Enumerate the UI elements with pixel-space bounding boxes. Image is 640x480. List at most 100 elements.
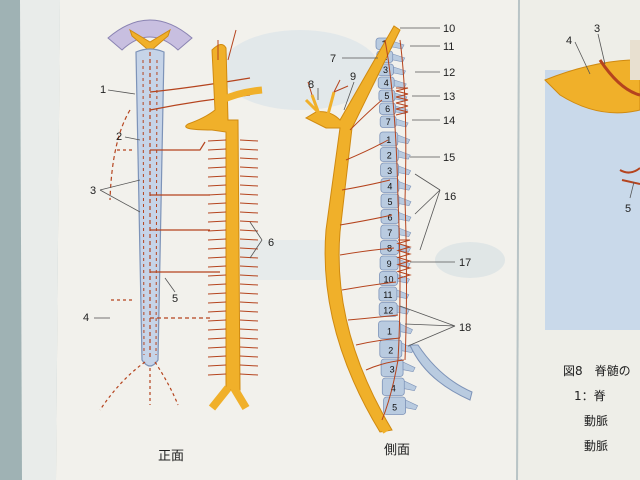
- intercostal-branch: [239, 175, 259, 178]
- vertebral-column: 123456712345678910111212345: [375, 37, 419, 415]
- aorta-side: [304, 25, 401, 433]
- lumbar-spinous-process-5: [405, 399, 419, 411]
- intercostal-branch: [239, 193, 259, 196]
- side-label-17: 17: [459, 257, 471, 269]
- right-caption-title: 図8 脊髄の: [563, 363, 631, 378]
- intercostal-arteries: [207, 139, 259, 376]
- lumbar-vertebra-label-1: 1: [387, 326, 392, 336]
- side-label-12: 12: [443, 67, 455, 79]
- intercostal-branch: [239, 157, 259, 160]
- front-leader-lines: [94, 89, 263, 319]
- intercostal-branch: [207, 328, 227, 331]
- side-label-14: 14: [443, 115, 455, 127]
- intercostal-branch: [207, 265, 227, 268]
- front-label-1: 1: [100, 84, 106, 96]
- intercostal-branch: [207, 211, 227, 214]
- intercostal-branch: [207, 148, 227, 151]
- front-caption: 正面: [158, 449, 184, 464]
- intercostal-branch: [239, 256, 259, 259]
- side-label-13: 13: [443, 91, 455, 103]
- intercostal-branch: [207, 301, 227, 304]
- intercostal-branch: [239, 139, 259, 142]
- thoracic-spinous-process-3: [398, 165, 412, 175]
- intercostal-branch: [207, 283, 227, 286]
- thoracic-vertebra-label-11: 11: [383, 290, 392, 300]
- cervical-vertebra-label-5: 5: [384, 91, 389, 101]
- intercostal-branch: [207, 292, 227, 295]
- intercostal-branch: [207, 337, 227, 340]
- right-label-3: 3: [594, 23, 600, 35]
- intercostal-branch: [239, 328, 259, 331]
- lumbar-vertebra-label-4: 4: [391, 383, 396, 393]
- cervical-vertebra-label-7: 7: [386, 117, 391, 127]
- intercostal-branch: [207, 373, 227, 376]
- intercostal-branch: [207, 310, 227, 313]
- intercostal-branch: [207, 229, 227, 232]
- cervical-vertebra-label-6: 6: [385, 104, 390, 114]
- side-label-8: 8: [308, 79, 314, 91]
- intercostal-branch: [207, 247, 227, 250]
- intercostal-branch: [239, 373, 259, 376]
- thoracic-vertebra-label-12: 12: [383, 305, 393, 315]
- intercostal-branch: [207, 238, 227, 241]
- intercostal-branch: [207, 364, 227, 367]
- intercostal-branch: [239, 283, 259, 286]
- side-label-10: 10: [443, 23, 455, 35]
- radicular-vessels: [99, 77, 251, 411]
- intercostal-branch: [207, 202, 227, 205]
- thoracic-vertebra-label-3: 3: [387, 166, 392, 176]
- intercostal-branch: [207, 355, 227, 358]
- thoracic-vertebra-label-9: 9: [387, 259, 392, 269]
- intercostal-branch: [207, 319, 227, 322]
- intercostal-branch: [207, 157, 227, 160]
- intercostal-branch: [207, 274, 227, 277]
- cervical-vertebra-label-3: 3: [383, 65, 388, 75]
- thoracic-vertebra-label-10: 10: [383, 274, 393, 284]
- intercostal-branch: [239, 211, 259, 214]
- intercostal-branch: [239, 310, 259, 313]
- intercostal-branch: [239, 202, 259, 205]
- intercostal-branch: [207, 256, 227, 259]
- right-figure-bg: [545, 70, 640, 330]
- cervical-vertebra-label-4: 4: [384, 78, 389, 88]
- lumbar-vertebra-label-2: 2: [388, 345, 393, 355]
- front-label-4: 4: [83, 312, 89, 324]
- lumbar-vertebra-label-3: 3: [390, 364, 395, 374]
- front-label-2: 2: [116, 131, 122, 143]
- intercostal-branch: [239, 220, 259, 223]
- side-label-11: 11: [443, 41, 454, 53]
- side-label-9: 9: [350, 71, 356, 83]
- intercostal-branch: [239, 247, 259, 250]
- thoracic-vertebra-label-5: 5: [387, 197, 392, 207]
- front-label-6: 6: [268, 237, 274, 249]
- right-label-4: 4: [566, 35, 572, 47]
- thoracic-vertebra-label-4: 4: [387, 181, 392, 191]
- intercostal-branch: [239, 301, 259, 304]
- thoracic-vertebra-label-6: 6: [387, 212, 392, 222]
- intercostal-branch: [207, 184, 227, 187]
- thoracic-vertebra-label-1: 1: [386, 135, 391, 145]
- intercostal-branch: [207, 166, 227, 169]
- intercostal-branch: [239, 364, 259, 367]
- lumbar-spinous-process-3: [402, 361, 416, 373]
- vertebral-arteries-top: [129, 28, 171, 60]
- cervical-radicular-artery: [395, 87, 409, 116]
- great-radicular-artery: [396, 239, 412, 279]
- intercostal-branch: [207, 175, 227, 178]
- side-label-15: 15: [443, 152, 455, 164]
- right-caption-line-2: 動脈: [584, 414, 608, 428]
- aorta-front: [185, 44, 241, 391]
- intercostal-branch: [239, 184, 259, 187]
- intercostal-branch: [239, 355, 259, 358]
- side-caption: 側面: [384, 443, 410, 458]
- intercostal-branch: [239, 346, 259, 349]
- intercostal-branch: [207, 139, 227, 142]
- right-caption-line-3: 動脈: [584, 439, 608, 453]
- right-caption-line-1: 1：脊: [574, 389, 606, 403]
- right-label-5: 5: [625, 203, 631, 215]
- front-label-3: 3: [90, 185, 96, 197]
- lumbar-vertebra-label-5: 5: [392, 402, 397, 412]
- thoracic-vertebra-label-7: 7: [387, 228, 392, 238]
- intercostal-branch: [239, 166, 259, 169]
